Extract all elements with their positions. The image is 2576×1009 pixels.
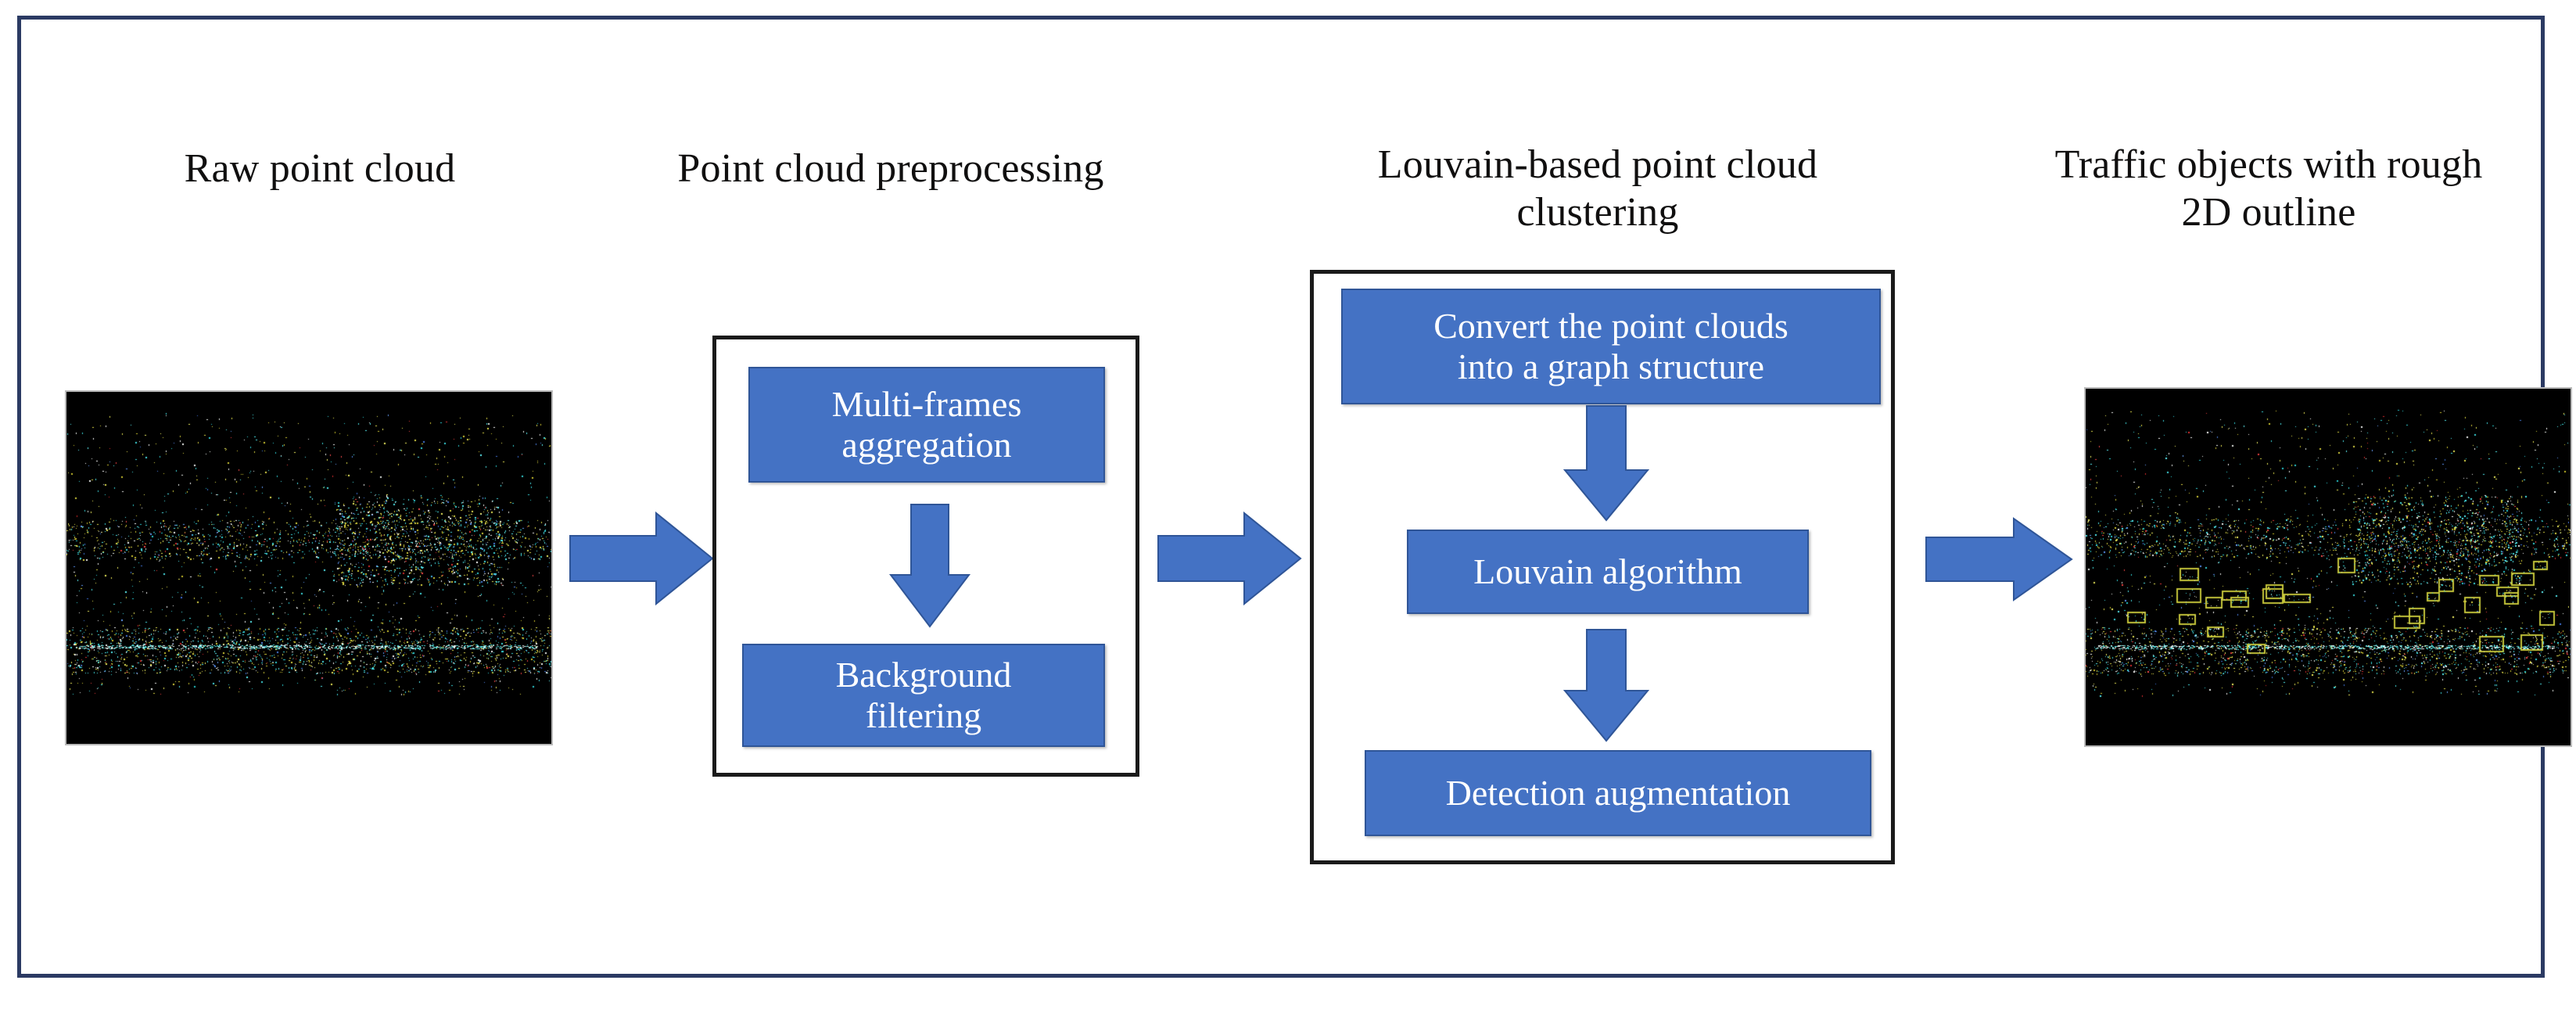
arrow-down-clustering-first — [1562, 404, 1650, 522]
arrow-down-clustering-second — [1562, 628, 1650, 742]
result-point-cloud-image — [2086, 389, 2571, 745]
process-block-convert-to-graph-structure[interactable]: Convert the point clouds into a graph st… — [1341, 289, 1881, 404]
result-point-cloud-canvas — [2086, 389, 2571, 745]
arrow-down-preprocessing — [888, 503, 971, 628]
column-heading-point-cloud-preprocessing: Point cloud preprocessing — [677, 146, 1104, 191]
column-heading-traffic-objects: Traffic objects with rough 2D outline — [2054, 142, 2483, 235]
arrow-right-raw-to-preprocessing — [569, 511, 714, 606]
arrow-right-preprocessing-to-clustering — [1157, 511, 1302, 606]
process-block-multi-frames-aggregation[interactable]: Multi-frames aggregation — [748, 367, 1105, 483]
process-block-detection-augmentation[interactable]: Detection augmentation — [1365, 750, 1871, 836]
figure-outer-frame: Raw point cloud Point cloud preprocessin… — [17, 16, 2571, 978]
column-heading-louvain-based-clustering: Louvain-based point cloud clustering — [1377, 142, 1818, 235]
raw-point-cloud-canvas — [66, 392, 551, 744]
arrow-right-clustering-to-output — [1925, 517, 2073, 601]
column-heading-raw-point-cloud: Raw point cloud — [184, 146, 456, 191]
process-block-background-filtering[interactable]: Background filtering — [742, 644, 1105, 747]
process-block-louvain-algorithm[interactable]: Louvain algorithm — [1407, 530, 1809, 614]
raw-point-cloud-image — [66, 392, 551, 744]
